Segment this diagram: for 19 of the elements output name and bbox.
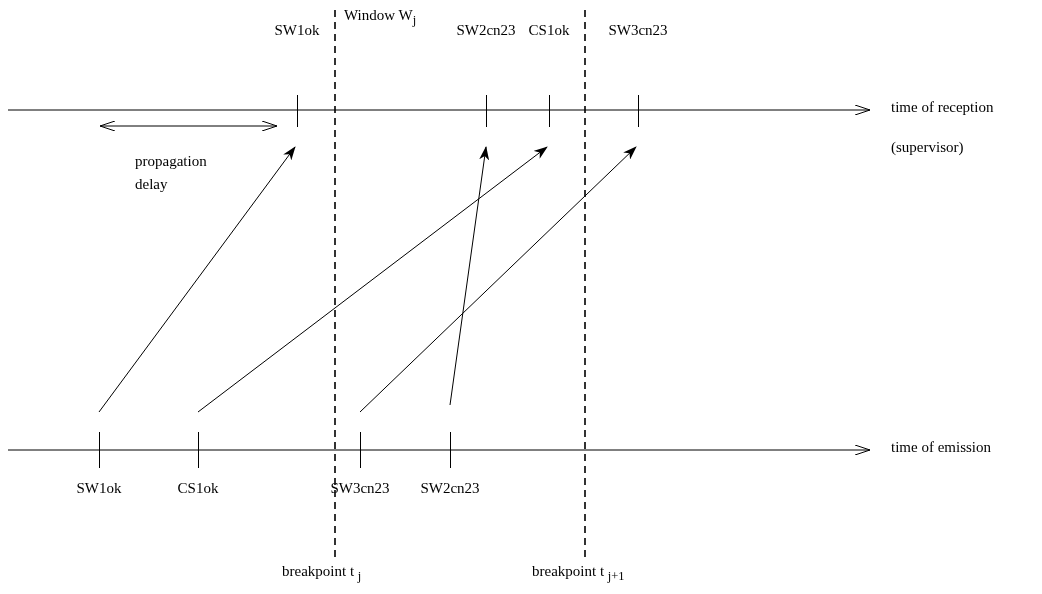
event-label: SW1ok	[274, 22, 320, 39]
event-label: SW2cn23	[420, 480, 480, 497]
arrow	[359, 146, 637, 413]
arrow	[98, 146, 296, 413]
axis-label: (supervisor)	[891, 138, 964, 156]
window-label: Window W$_{j}$	[344, 6, 417, 28]
arrow	[197, 146, 548, 413]
event-label: SW2cn23	[456, 22, 516, 39]
dimension-label: propagation delay	[135, 152, 205, 194]
breakpoint-label: breakpoint t $_{j}$	[282, 562, 362, 584]
axis-label: time of reception	[891, 98, 994, 116]
event-label: CS1ok	[528, 22, 570, 39]
axis-label: time of emission	[891, 438, 991, 456]
breakpoint-label: breakpoint t $_{j+1}$	[532, 562, 625, 584]
arrow	[449, 146, 490, 406]
event-label: CS1ok	[177, 480, 219, 497]
event-label: SW3cn23	[330, 480, 390, 497]
event-label: SW1ok	[76, 480, 122, 497]
event-label: SW3cn23	[608, 22, 668, 39]
